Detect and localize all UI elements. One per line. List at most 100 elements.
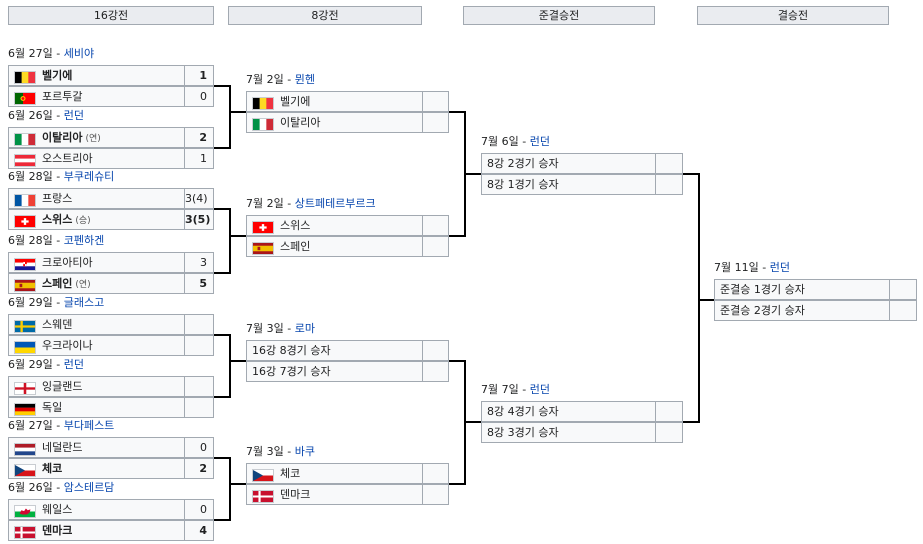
team-slot[interactable]: 프랑스 [8,188,185,209]
team-slot[interactable]: 8강 3경기 승자 [481,422,656,443]
sweden-flag-icon [14,320,36,333]
team-slot[interactable]: 벨기에 [246,91,423,112]
match-date: 7월 3일 [246,445,284,458]
team-slot[interactable]: 준결승 1경기 승자 [714,279,890,300]
team-slot[interactable]: 오스트리아 [8,148,185,169]
croatia-flag-icon [14,258,36,271]
venue-link[interactable]: 런던 [529,383,550,396]
score-cell [422,463,449,484]
team-name[interactable]: 네덜란드 [42,441,83,454]
score-cell [422,236,449,257]
team-slot[interactable]: 체코 [8,458,185,479]
bracket-connector [214,519,230,521]
venue-link[interactable]: 글래스고 [63,296,105,309]
team-name[interactable]: 프랑스 [42,192,73,205]
score-cell: 4 [184,520,214,541]
team-slot[interactable]: 체코 [246,463,423,484]
team-name[interactable]: 스위스 [280,219,311,232]
team-slot[interactable]: 덴마크 [8,520,185,541]
team-name[interactable]: 스위스(승) [42,213,91,226]
team-name[interactable]: 크로아티아 [42,256,93,269]
venue-link[interactable]: 상트페테르부르크 [294,197,376,210]
team-name[interactable]: 오스트리아 [42,152,93,165]
match-date: 6월 26일 [8,481,53,494]
team-name[interactable]: 벨기에 [280,95,311,108]
team-slot[interactable]: 스웨덴 [8,314,185,335]
team-slot[interactable]: 포르투갈 [8,86,185,107]
italy-flag-icon [252,118,274,131]
venue-link[interactable]: 부쿠레슈티 [63,170,115,183]
venue-link[interactable]: 런던 [63,109,84,122]
venue-link[interactable]: 코펜하겐 [63,234,105,247]
team-slot[interactable]: 스위스(승) [8,209,185,230]
team-name: 8강 1경기 승자 [487,178,559,191]
venue-link[interactable]: 런던 [529,135,550,148]
team-slot[interactable]: 16강 8경기 승자 [246,340,423,361]
venue-link[interactable]: 부다페스트 [63,419,115,432]
team-name[interactable]: 웨일스 [42,503,73,516]
team-slot[interactable]: 우크라이나 [8,335,185,356]
venue-link[interactable]: 암스테르담 [63,481,115,494]
team-slot[interactable]: 독일 [8,397,185,418]
team-slot[interactable]: 스위스 [246,215,423,236]
team-slot[interactable]: 크로아티아 [8,252,185,273]
score-cell: 3 [184,252,214,273]
bracket-connector [230,235,246,237]
score-cell: 0 [184,437,214,458]
team-slot[interactable]: 8강 2경기 승자 [481,153,656,174]
bracket-connector [683,421,699,423]
team-slot[interactable]: 잉글랜드 [8,376,185,397]
team-slot[interactable]: 8강 4경기 승자 [481,401,656,422]
round-header-quarterfinal: 8강전 [228,6,422,25]
team-slot[interactable]: 8강 1경기 승자 [481,174,656,195]
team-name[interactable]: 잉글랜드 [42,380,83,393]
team-slot[interactable]: 덴마크 [246,484,423,505]
team-name[interactable]: 벨기에 [42,69,73,82]
venue-link[interactable]: 바쿠 [294,445,315,458]
team-slot[interactable]: 이탈리아 [246,112,423,133]
belgium-flag-icon [14,71,36,84]
score-cell [655,422,683,443]
bracket-connector [698,173,700,423]
team-slot[interactable]: 준결승 2경기 승자 [714,300,890,321]
round-of-16-match-label: 6월 28일 - 부쿠레슈티 [8,170,115,183]
team-name[interactable]: 포르투갈 [42,90,83,103]
team-name[interactable]: 스페인(연) [42,277,91,290]
team-slot[interactable]: 스페인 [246,236,423,257]
team-name[interactable]: 체코 [42,462,63,475]
bracket-connector [214,208,230,210]
team-name[interactable]: 우크라이나 [42,339,93,352]
match-date: 6월 26일 [8,109,53,122]
bracket-connector [683,173,699,175]
round-header-semifinal: 준결승전 [463,6,655,25]
team-name[interactable]: 체코 [280,467,301,480]
team-name[interactable]: 독일 [42,401,63,414]
team-name[interactable]: 스페인 [280,240,311,253]
team-name: 8강 2경기 승자 [487,157,559,170]
match-date: 6월 27일 [8,47,53,60]
team-name[interactable]: 이탈리아(연) [42,131,101,144]
quarterfinal-match-label: 7월 2일 - 뮌헨 [246,73,315,86]
team-slot[interactable]: 이탈리아(연) [8,127,185,148]
match-date: 7월 2일 [246,197,284,210]
venue-link[interactable]: 런던 [63,358,84,371]
bracket-connector [449,360,465,362]
team-slot[interactable]: 웨일스 [8,499,185,520]
team-slot[interactable]: 벨기에 [8,65,185,86]
bracket-connector [214,147,230,149]
team-name[interactable]: 스웨덴 [42,318,73,331]
team-name[interactable]: 덴마크 [280,488,311,501]
team-slot[interactable]: 스페인(연) [8,273,185,294]
team-slot[interactable]: 네덜란드 [8,437,185,458]
score-cell: 3(4) [184,188,214,209]
venue-link[interactable]: 로마 [294,322,315,335]
portugal-flag-icon [14,92,36,105]
team-slot[interactable]: 16강 7경기 승자 [246,361,423,382]
team-name[interactable]: 이탈리아 [280,116,321,129]
venue-link[interactable]: 런던 [769,261,790,274]
score-cell [422,340,449,361]
score-cell: 5 [184,273,214,294]
venue-link[interactable]: 뮌헨 [294,73,315,86]
venue-link[interactable]: 세비야 [63,47,95,60]
team-name[interactable]: 덴마크 [42,524,73,537]
